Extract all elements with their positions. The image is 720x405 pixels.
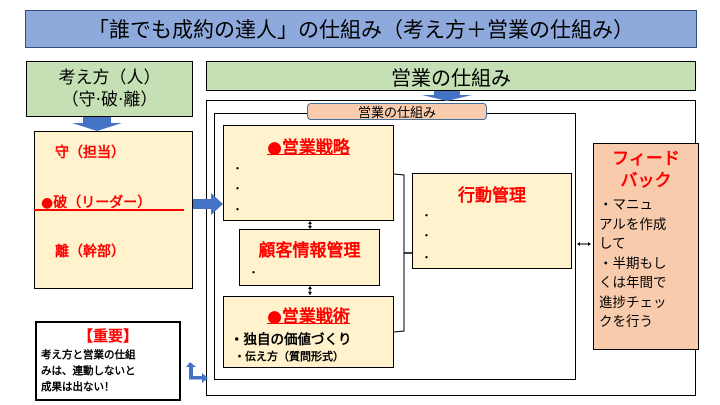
customer-info-title: 顧客情報管理 [258,241,361,261]
sales-strategy-title: ●営業戦略 [267,138,350,158]
diagram-title: 「誰でも成約の達人」の仕組み（考え方＋営業の仕組み） [25,10,697,48]
action-management-title: 行動管理 [458,186,526,206]
strategy-bullet: ・ [232,162,243,175]
tactics-bullet: ・伝え方（質問形式） [234,350,344,363]
small-leftright-arrow-icon [577,242,591,246]
feedback-line: くは年間で [599,275,667,291]
sales-tactics-title: ●営業戦術 [267,307,350,327]
sales-system-inner-label: 営業の仕組み [307,103,487,121]
important-note-title: 【重要】 [77,327,138,345]
feedback-title: フィード バック [594,148,698,192]
feedback-title-line2: バック [620,171,672,191]
feedback-box: フィード バック ・マニュ アルを作成 して ・半期もし くは年間で 進捗チェッ… [593,143,699,350]
down-arrow-icon [422,91,472,101]
sales-system-inner-label-text: 営業の仕組み [357,106,436,121]
customer-info-box: 顧客情報管理 ・ [239,229,380,286]
action-bullet: ・ [421,209,432,222]
feedback-line: クを行う [599,314,653,330]
customer-info-bullet: ・ [248,266,259,279]
strategy-bullet: ・ [232,203,243,216]
sales-strategy-box: ●営業戦略 ・ ・ ・ [223,125,394,221]
small-updown-arrow-icon [308,286,312,295]
mindset-header-line1: 考え方（人） [58,68,161,88]
small-updown-arrow-icon [308,221,312,229]
important-note-body: 考え方と営業の仕組 みは、連動しないと 成果は出ない！ [41,347,177,395]
action-bullet: ・ [421,229,432,242]
feedback-line: して [599,236,626,252]
sales-tactics-box: ●営業戦術 ・独自の価値づくり ・伝え方（質問形式） [223,296,394,368]
level-shu: 守（担当） [55,145,125,161]
tactics-bullet: ・独自の価値づくり [230,332,352,348]
important-note-line: みは、連動しないと [41,365,136,377]
feedback-line: ・半期もし [599,255,667,272]
mindset-header-line2: （守·破·離） [61,90,158,110]
important-note-line: 成果は出ない！ [41,381,115,393]
action-bullet: ・ [421,251,432,264]
feedback-line: ・マニュ [599,197,653,213]
bent-arrow-icon [186,362,208,383]
action-management-box: 行動管理 ・ ・ ・ [412,173,572,269]
sales-system-header-text: 営業の仕組み [391,65,511,90]
level-ha-underline [34,209,184,211]
feedback-title-line1: フィード [612,149,680,169]
sales-system-header: 営業の仕組み [206,61,696,91]
feedback-body: ・マニュ アルを作成 して ・半期もし くは年間で 進捗チェッ クを行う [599,196,695,333]
bracket-connector [393,173,405,333]
feedback-line: 進捗チェッ [599,294,667,311]
level-ha: ●破（リーダー） [41,195,152,211]
important-note-box: 【重要】 考え方と営業の仕組 みは、連動しないと 成果は出ない！ [35,321,181,401]
mindset-header: 考え方（人） （守·破·離） [26,61,193,117]
important-note-line: 考え方と営業の仕組 [41,349,136,361]
down-arrow-icon [72,117,122,131]
strategy-bullet: ・ [232,182,243,195]
level-ri: 離（幹部） [55,244,125,260]
feedback-line: アルを作成 [599,216,667,233]
